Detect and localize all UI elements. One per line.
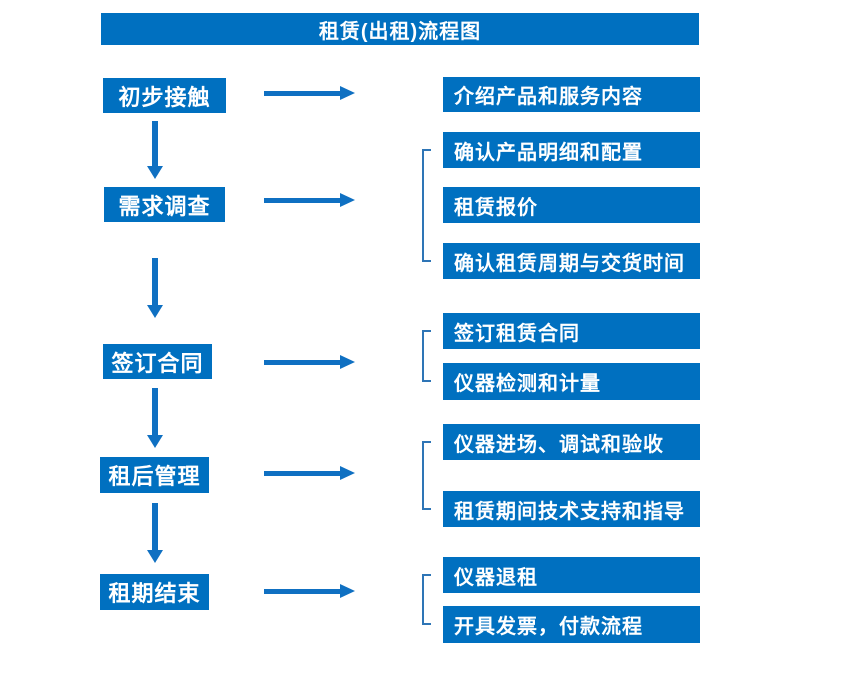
flowchart-title: 租赁(出租)流程图 xyxy=(101,13,699,45)
group-bracket-post-rental-management xyxy=(422,441,431,510)
output-box-instrument-arrival-debug-acceptance: 仪器进场、调试和验收 xyxy=(443,424,700,460)
output-box-confirm-rental-period-delivery: 确认租赁周期与交货时间 xyxy=(443,243,700,279)
output-box-invoice-payment-process: 开具发票，付款流程 xyxy=(443,606,700,643)
group-bracket-sign-contract xyxy=(422,330,431,382)
output-box-technical-support-guidance: 租赁期间技术支持和指导 xyxy=(443,491,700,527)
step-box-post-rental-management: 租后管理 xyxy=(100,457,209,493)
output-box-sign-rental-contract: 签订租赁合同 xyxy=(443,313,700,349)
step-box-sign-contract: 签订合同 xyxy=(103,344,212,379)
group-bracket-rental-end xyxy=(422,574,431,625)
group-bracket-demand-survey xyxy=(422,149,431,262)
step-box-initial-contact: 初步接触 xyxy=(103,78,226,113)
output-box-confirm-product-details: 确认产品明细和配置 xyxy=(443,132,700,168)
step-box-rental-end: 租期结束 xyxy=(100,574,209,610)
output-box-instrument-return: 仪器退租 xyxy=(443,557,700,593)
output-box-rental-quotation: 租赁报价 xyxy=(443,187,700,223)
output-box-instrument-testing-metering: 仪器检测和计量 xyxy=(443,363,700,400)
step-box-demand-survey: 需求调查 xyxy=(104,187,225,222)
output-box-introduce-products-services: 介绍产品和服务内容 xyxy=(443,77,700,112)
